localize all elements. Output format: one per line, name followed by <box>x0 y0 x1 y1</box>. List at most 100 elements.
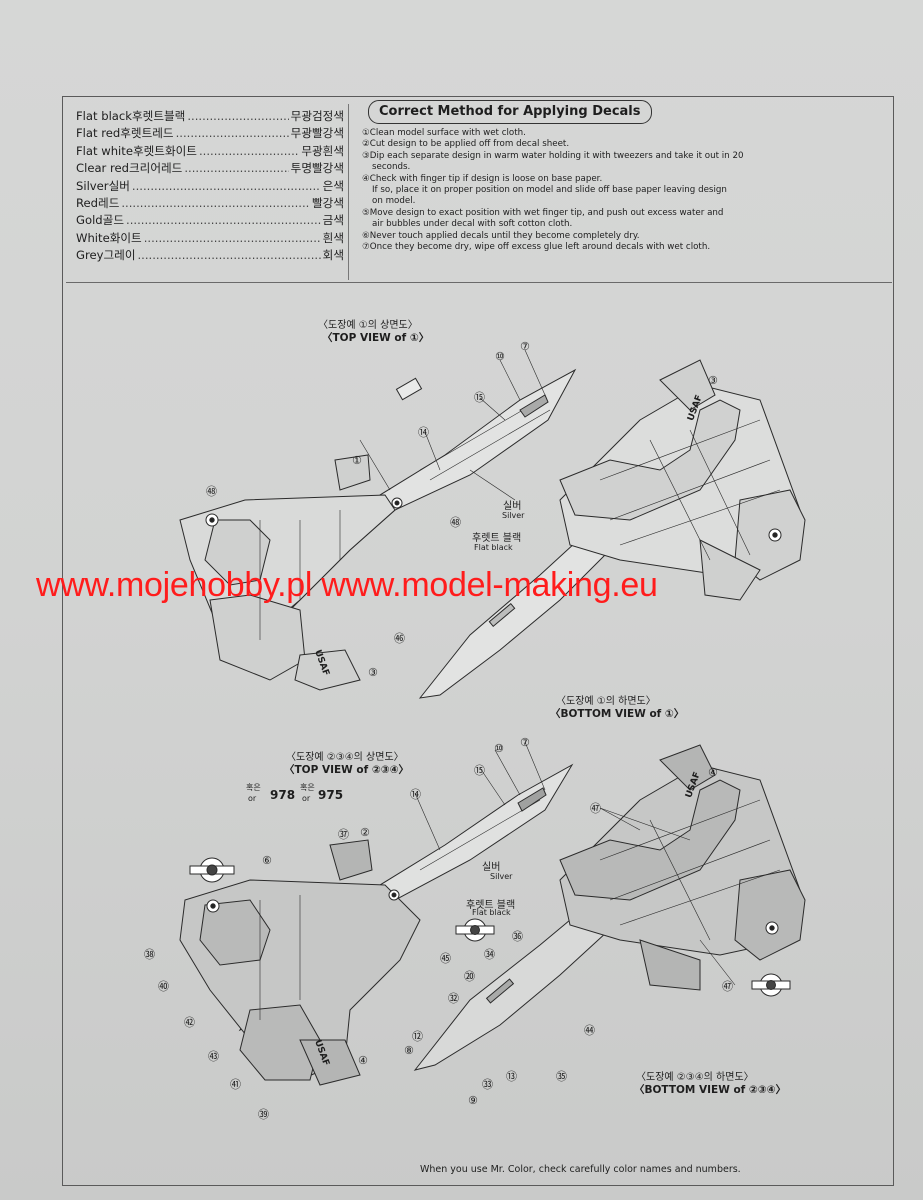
step-number: ③ <box>362 150 370 161</box>
decal-steps: ①Clean model surface with wet cloth.②Cut… <box>362 128 822 253</box>
color-row: Flat black후렛트블랙무광검정색 <box>76 108 344 125</box>
part-callout: ㊻ <box>394 632 405 645</box>
color-name-kr: 골드 <box>102 213 125 228</box>
decal-step-line: If so, place it on proper position on mo… <box>362 185 822 196</box>
footer-note: When you use Mr. Color, check carefully … <box>420 1164 741 1175</box>
flatblack-en-label-2: Flat black <box>472 908 511 917</box>
color-name: Clear red <box>76 161 130 176</box>
step-text: Check with finger tip if design is loose… <box>369 173 603 184</box>
color-name: Red <box>76 196 99 211</box>
part-callout: ㊽ <box>206 485 217 498</box>
part-callout: ㊴ <box>258 1108 269 1121</box>
silver-en-label-1: Silver <box>502 511 525 520</box>
part-callout: ㊸ <box>208 1050 219 1063</box>
color-name-kr: 그레이 <box>103 248 136 263</box>
decal-method-title: Correct Method for Applying Decals <box>368 100 652 124</box>
part-callout: ㊹ <box>584 1024 595 1037</box>
part-callout: ㊼ <box>590 802 601 815</box>
serial-978: 978 <box>270 788 296 802</box>
silver-kr-label-2: 실버 <box>482 862 501 873</box>
decal-step-line: ③Dip each separate design in warm water … <box>362 151 822 162</box>
part-callout: ⑮ <box>474 764 485 777</box>
step-text: Move design to exact position with wet f… <box>369 207 724 218</box>
step-text: seconds. <box>372 162 411 173</box>
color-name-kr: 화이트 <box>109 230 142 245</box>
color-kr: 무광빨강색 <box>290 126 344 141</box>
step-text: Once they become dry, wipe off excess gl… <box>369 242 711 253</box>
step-number: ② <box>362 139 370 150</box>
part-callout: ⑳ <box>464 970 475 983</box>
part-callout: ㊷ <box>184 1016 195 1029</box>
part-callout: ⑨ <box>468 1094 478 1107</box>
part-callout: ㊶ <box>230 1078 241 1091</box>
decal-step-line: ①Clean model surface with wet cloth. <box>362 128 822 139</box>
color-name-kr: 레드 <box>98 196 120 211</box>
part-callout: ⑫ <box>412 1030 423 1043</box>
step-number: ① <box>362 128 370 138</box>
flatblack-kr-label-2: 후렛트 블랙 <box>466 900 516 911</box>
part-callout: ⑭ <box>410 788 421 801</box>
step-number: ⑥ <box>362 230 370 241</box>
page-frame <box>62 96 894 1186</box>
bottom-view-234-kr: 〈도장예 ②③④의 하면도〉 <box>636 1072 754 1083</box>
color-name: Flat white <box>76 143 133 158</box>
bottom-view-1-aircraft <box>418 359 806 699</box>
top-view-234-kr: 〈도장예 ②③④의 상면도〉 <box>286 752 404 763</box>
part-callout: ⑦ <box>520 340 530 353</box>
bottom-view-234-aircraft <box>413 744 806 1071</box>
decal-step-line: ④Check with finger tip if design is loos… <box>362 174 822 185</box>
color-name: Flat black <box>76 109 132 123</box>
part-callout: ⑮ <box>474 391 485 404</box>
silver-kr-label-1: 실버 <box>503 501 522 512</box>
part-callout: ㊵ <box>158 980 169 993</box>
part-callout: ㉟ <box>556 1070 567 1083</box>
color-kr: 금색 <box>322 213 344 228</box>
step-number: ⑦ <box>362 242 370 253</box>
color-row: White화이트흰색 <box>76 230 344 247</box>
step-number: ④ <box>362 173 370 184</box>
or-kr-1: 혹은 <box>246 783 261 792</box>
color-kr: 빨강색 <box>312 196 344 211</box>
part-callout: ㊱ <box>512 930 523 943</box>
or-en-2: or <box>302 794 311 803</box>
part-callout: ① <box>352 454 362 467</box>
color-name-kr: 후렛트레드 <box>120 126 174 141</box>
part-callout: ⑥ <box>262 854 272 867</box>
top-view-234-aircraft <box>179 763 574 1086</box>
part-callout: ⑩ <box>494 742 504 755</box>
color-kr: 투명빨강색 <box>290 161 344 176</box>
part-callout: ㉞ <box>484 948 495 961</box>
color-name-kr: 실버 <box>108 178 130 193</box>
color-kr: 은색 <box>322 178 344 193</box>
step-number: ⑤ <box>362 207 370 218</box>
step-text: Dip each separate design in warm water h… <box>369 150 744 161</box>
or-kr-2: 혹은 <box>300 783 315 792</box>
part-callout: ㉜ <box>448 992 459 1005</box>
step-text: Never touch applied decals until they be… <box>369 230 640 241</box>
part-callout: ⑩ <box>495 350 505 363</box>
color-row: Clear red크리어레드투명빨강색 <box>76 160 344 177</box>
part-callout: ③ <box>708 374 718 387</box>
color-name: Gold <box>76 213 103 228</box>
part-callout: ㊺ <box>440 952 451 965</box>
top-view-1-en: 〈TOP VIEW of ①〉 <box>322 332 430 344</box>
bottom-view-1-en: 〈BOTTOM VIEW of ①〉 <box>550 708 685 720</box>
step-text: Cut design to be applied off from decal … <box>369 139 570 150</box>
part-callout: ㊼ <box>722 980 733 993</box>
color-kr: 회색 <box>322 248 344 263</box>
part-callout: ⑬ <box>506 1070 517 1083</box>
color-name: Silver <box>76 178 109 193</box>
part-callout: ④ <box>708 766 718 779</box>
color-name: Flat red <box>76 126 121 141</box>
decal-step-line: seconds. <box>362 162 822 173</box>
section-divider <box>348 104 349 280</box>
color-name: Grey <box>76 248 104 263</box>
serial-975: 975 <box>318 788 344 802</box>
top-view-1-aircraft <box>179 368 577 691</box>
bottom-view-1-kr: 〈도장예 ①의 하면도〉 <box>556 696 656 707</box>
